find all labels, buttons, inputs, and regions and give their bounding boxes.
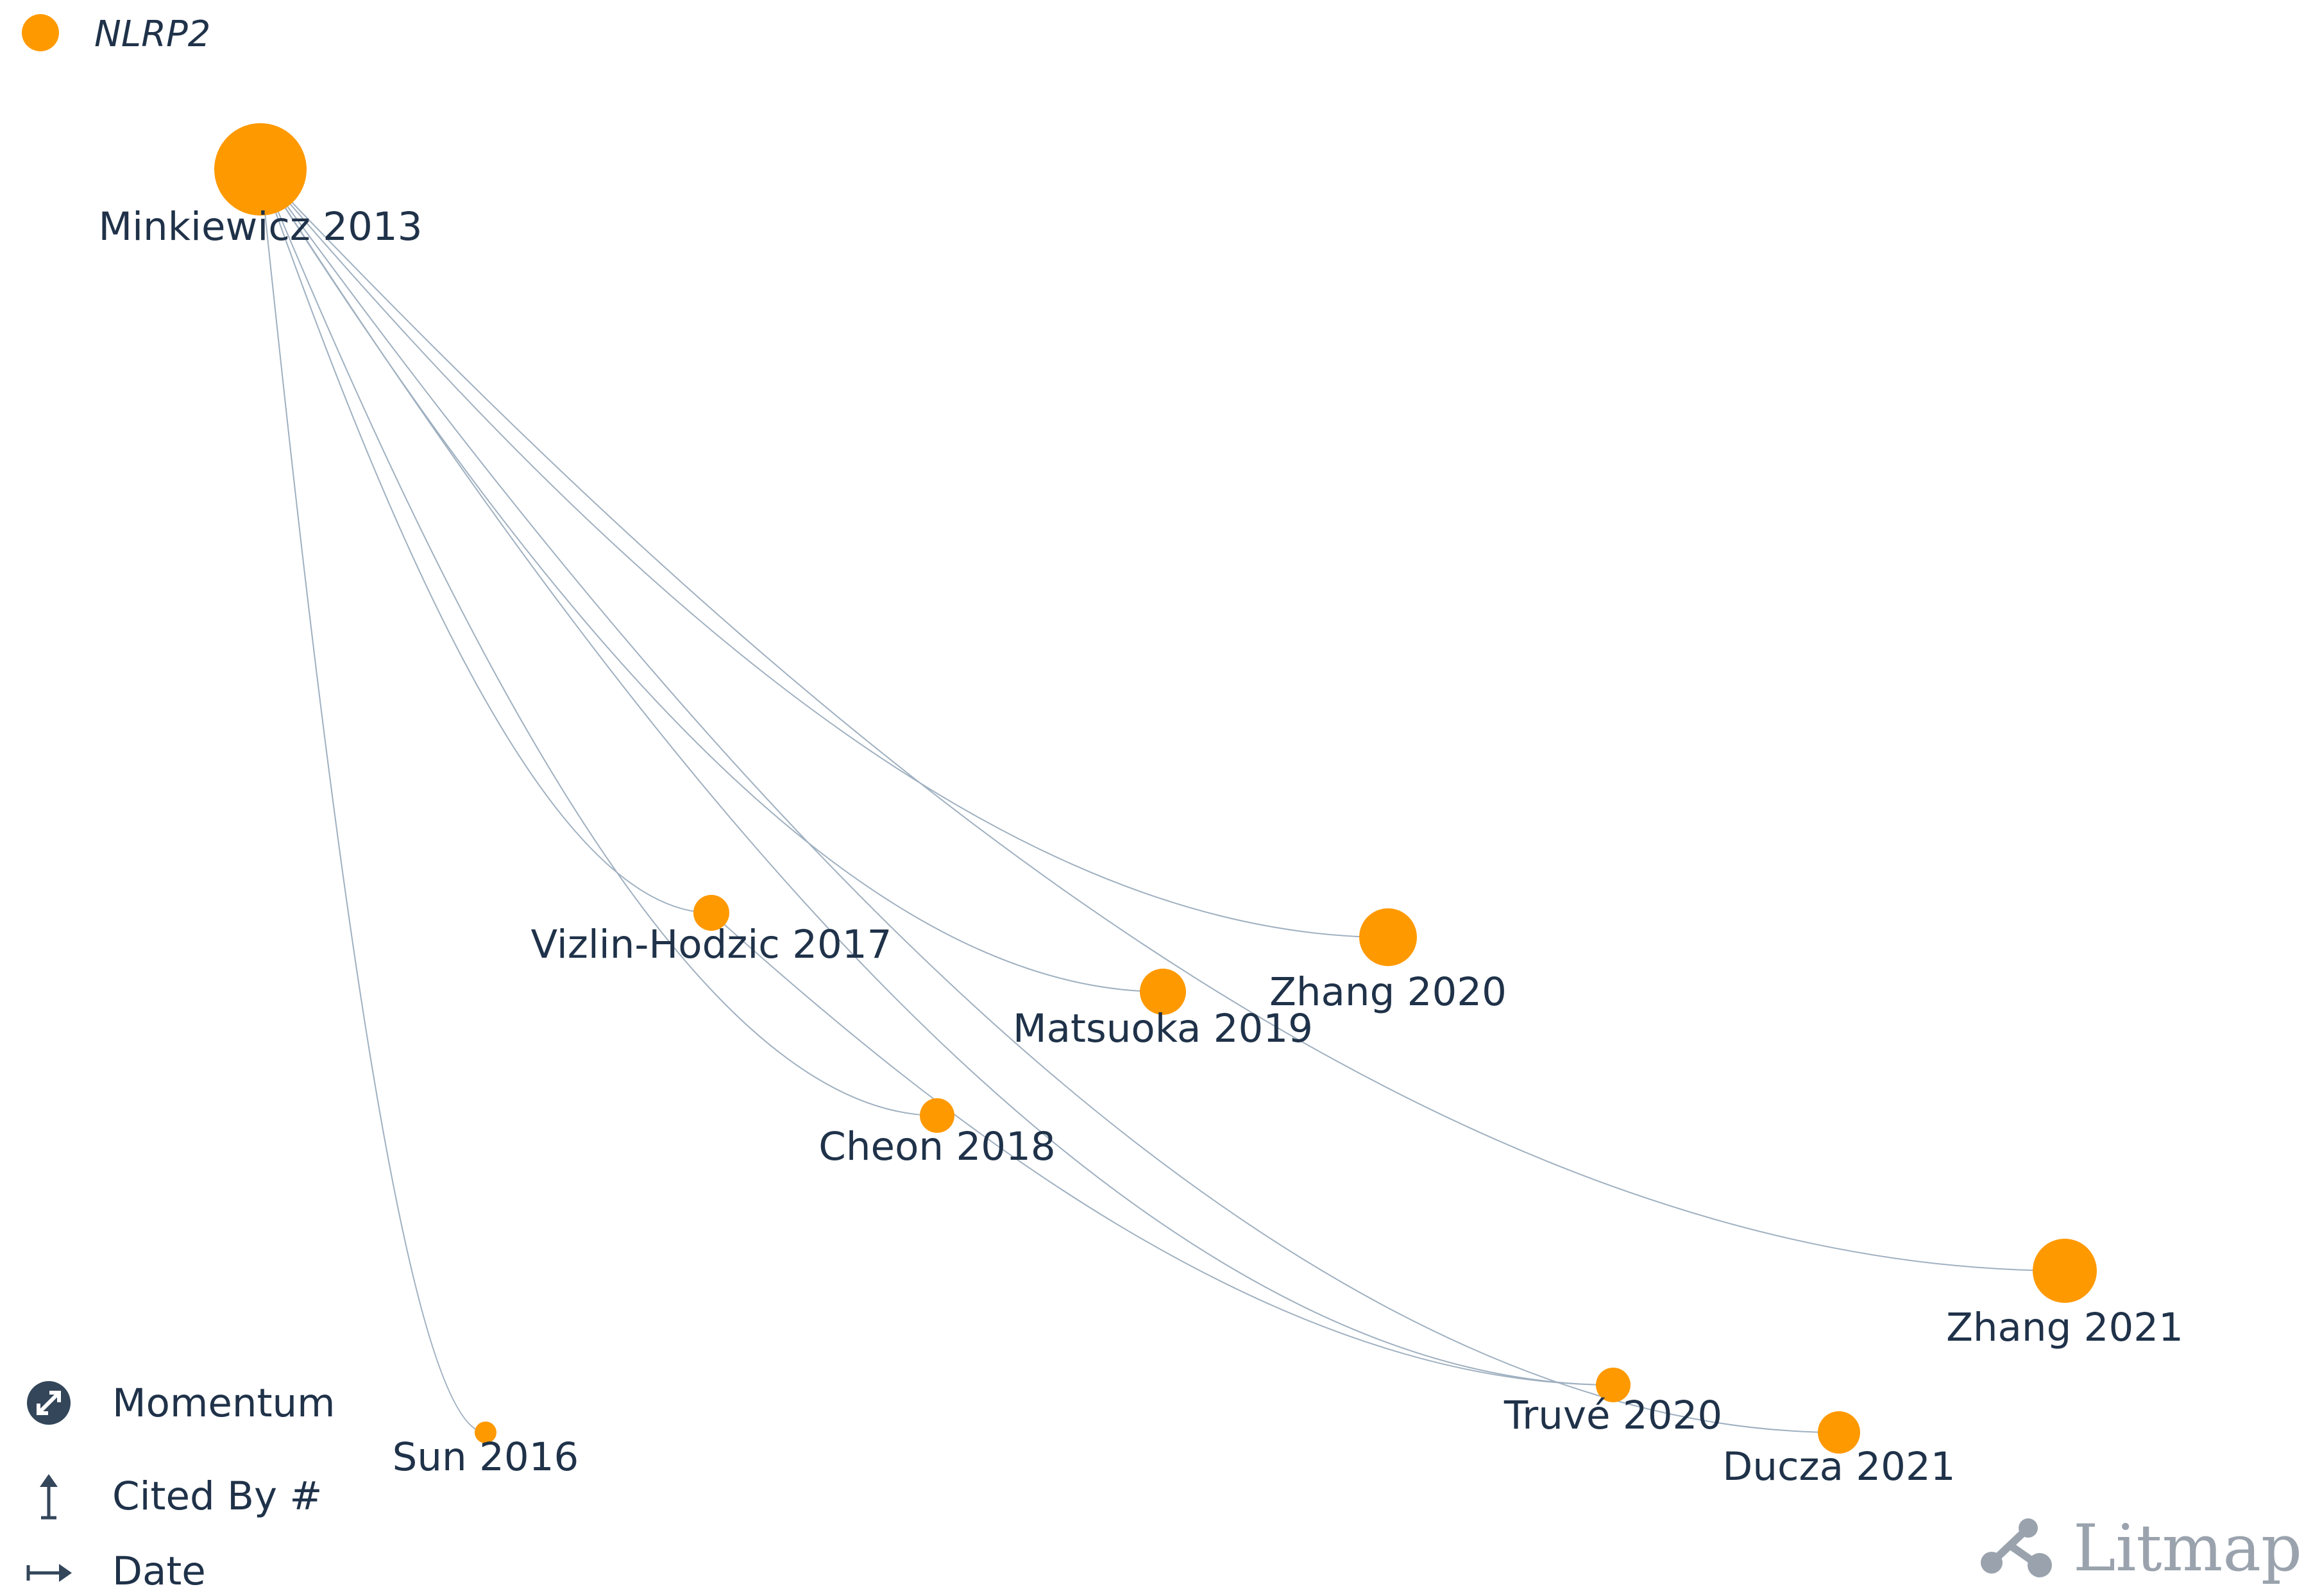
paper-node-dot[interactable] <box>1818 1411 1860 1454</box>
paper-node[interactable]: Minkiewicz 2013 <box>98 123 423 250</box>
paper-node[interactable]: Sun 2016 <box>393 1422 579 1480</box>
paper-node-dot[interactable] <box>920 1098 954 1133</box>
cited-by-label: Cited By # <box>112 1473 323 1519</box>
paper-node-label[interactable]: Truvé 2020 <box>1504 1393 1722 1438</box>
diagonal-arrows-circle-icon <box>27 1381 71 1425</box>
paper-node[interactable]: Ducza 2021 <box>1722 1411 1956 1490</box>
paper-node-label[interactable]: Sun 2016 <box>393 1434 579 1480</box>
key-dot <box>22 14 59 51</box>
citation-edge <box>260 169 1164 992</box>
paper-node-dot[interactable] <box>1359 908 1417 966</box>
paper-node[interactable]: Truvé 2020 <box>1504 1368 1722 1438</box>
citation-edge <box>260 169 1614 1386</box>
paper-node[interactable]: Matsuoka 2019 <box>1013 969 1313 1051</box>
paper-node-label[interactable]: Ducza 2021 <box>1722 1444 1955 1490</box>
paper-node[interactable]: Zhang 2021 <box>1946 1239 2183 1350</box>
paper-node-dot[interactable] <box>1140 969 1186 1015</box>
key: NLRP2 <box>22 13 210 55</box>
paper-node-dot[interactable] <box>693 895 729 931</box>
paper-node-label[interactable]: Cheon 2018 <box>818 1124 1055 1169</box>
date-label: Date <box>112 1549 206 1594</box>
vertical-arrow-icon <box>40 1474 58 1520</box>
legend: Momentum Cited By # Date <box>26 1380 335 1594</box>
citation-edge <box>711 912 1614 1386</box>
cited-by-legend: Cited By # <box>40 1473 323 1520</box>
paper-node[interactable]: Vizlin-Hodzic 2017 <box>531 895 892 967</box>
paper-node[interactable]: Cheon 2018 <box>818 1098 1056 1169</box>
paper-node-label[interactable]: Minkiewicz 2013 <box>98 204 422 250</box>
citation-edge <box>260 169 486 1433</box>
brand-name: Litmaps <box>2073 1511 2304 1586</box>
citation-edge <box>260 169 712 913</box>
citation-edge <box>260 169 938 1116</box>
horizontal-arrow-icon <box>26 1564 72 1582</box>
paper-node-dot[interactable] <box>214 123 307 216</box>
paper-node-label[interactable]: Vizlin-Hodzic 2017 <box>531 922 892 967</box>
litmaps-logo-icon <box>1981 1518 2052 1577</box>
brand: Litmaps <box>1981 1511 2304 1586</box>
momentum-legend: Momentum <box>27 1380 335 1426</box>
citation-edge <box>260 169 1389 938</box>
paper-node[interactable]: Zhang 2020 <box>1269 908 1507 1015</box>
key-label: NLRP2 <box>94 13 210 55</box>
date-legend: Date <box>26 1549 206 1594</box>
paper-node-dot[interactable] <box>2033 1239 2097 1303</box>
momentum-label: Momentum <box>112 1380 335 1426</box>
paper-node-dot[interactable] <box>475 1422 496 1443</box>
paper-node-label[interactable]: Zhang 2021 <box>1946 1305 2183 1350</box>
citation-edge <box>260 169 1840 1433</box>
paper-node-label[interactable]: Matsuoka 2019 <box>1013 1006 1313 1051</box>
paper-node-label[interactable]: Zhang 2020 <box>1269 969 1507 1015</box>
paper-node-dot[interactable] <box>1596 1368 1631 1402</box>
edges <box>260 169 2065 1433</box>
citation-edge <box>260 169 2065 1271</box>
